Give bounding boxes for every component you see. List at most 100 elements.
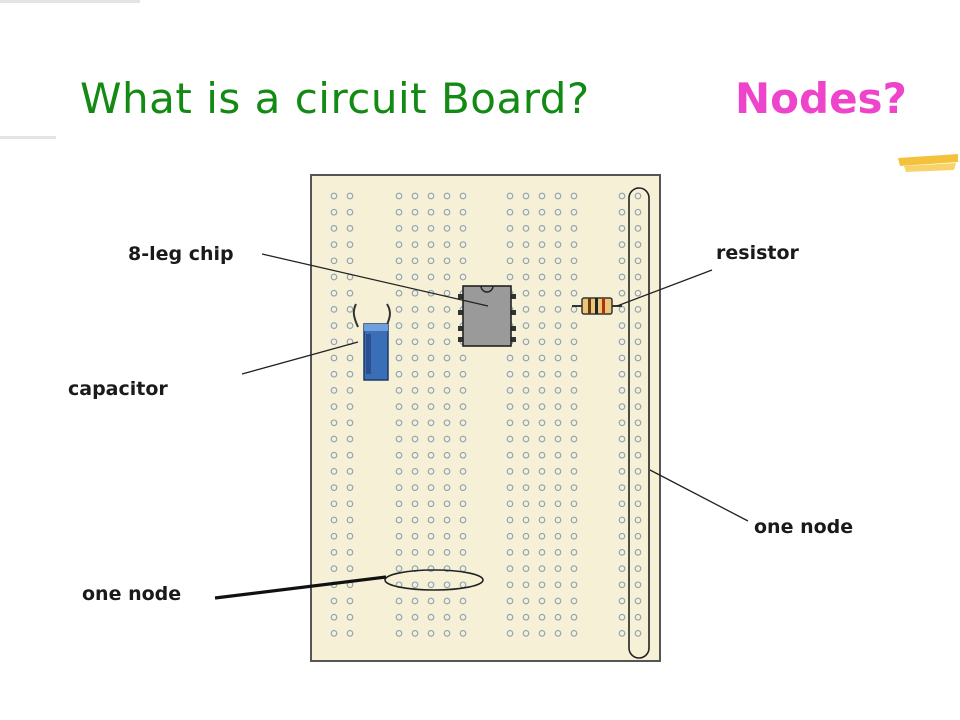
breadboard-hole [522,451,530,459]
breadboard-hole [459,257,467,265]
breadboard-hole [506,387,514,394]
breadboard-hole [538,484,546,491]
breadboard-hole [570,354,578,362]
breadboard-hole [554,516,562,524]
breadboard-hole [618,565,626,572]
breadboard-hole [427,532,435,540]
breadboard-hole [411,322,419,329]
breadboard-hole [634,451,642,459]
breadboard-hole [522,192,530,200]
breadboard-hole [634,241,642,248]
breadboard-hole [443,630,451,637]
breadboard-hole [570,435,578,443]
breadboard-hole [554,225,562,232]
breadboard-hole [443,516,451,524]
breadboard-hole [346,451,354,459]
leader-line-node-right [649,469,749,522]
breadboard-hole [522,435,530,443]
breadboard-hole [538,208,546,216]
breadboard-hole [634,532,642,540]
breadboard-hole [346,613,354,621]
breadboard-hole [618,241,626,248]
breadboard-hole [395,273,403,281]
breadboard-hole [443,306,451,313]
breadboard-hole [618,500,626,508]
breadboard-hole [346,192,354,200]
leader-line-node-left [214,575,387,600]
breadboard-hole [395,468,403,475]
breadboard-hole [506,565,514,572]
breadboard-hole [411,306,419,313]
breadboard-hole [459,225,467,232]
breadboard-hole [554,581,562,589]
breadboard-hole [330,549,338,556]
breadboard-hole [570,549,578,556]
breadboard-hole [459,241,467,248]
breadboard-hole [538,500,546,508]
breadboard-hole [554,192,562,200]
breadboard-hole [427,225,435,232]
breadboard-hole [443,565,451,572]
slide-title: What is a circuit Board? [80,74,590,123]
breadboard-hole [634,565,642,572]
breadboard-hole [570,500,578,508]
breadboard-hole [411,257,419,265]
breadboard-hole [346,484,354,491]
breadboard-hole [411,532,419,540]
breadboard-hole [570,630,578,637]
breadboard-hole [330,516,338,524]
breadboard-hole [346,387,354,394]
breadboard-hole [506,516,514,524]
breadboard-hole [443,257,451,265]
breadboard-hole [538,630,546,637]
breadboard-hole [395,435,403,443]
breadboard-hole [618,516,626,524]
breadboard-hole [395,354,403,362]
breadboard-hole [330,289,338,297]
breadboard-hole [330,630,338,637]
breadboard-hole [618,419,626,427]
breadboard-hole [459,549,467,556]
breadboard-hole [570,484,578,491]
breadboard-hole [570,468,578,475]
breadboard-hole [634,208,642,216]
breadboard-hole [395,387,403,394]
breadboard-hole [522,549,530,556]
capacitor-icon [352,303,391,381]
breadboard-hole [395,208,403,216]
breadboard-hole [330,387,338,394]
breadboard-hole [395,565,403,572]
breadboard-hole [522,370,530,378]
breadboard-hole [570,273,578,281]
breadboard-hole [427,451,435,459]
breadboard-hole [554,257,562,265]
breadboard-hole [506,468,514,475]
breadboard-hole [570,192,578,200]
breadboard-hole [570,225,578,232]
breadboard-hole [395,289,403,297]
breadboard-hole [330,403,338,410]
breadboard-hole [411,549,419,556]
breadboard-hole [411,241,419,248]
breadboard-hole [570,581,578,589]
breadboard-hole [459,354,467,362]
breadboard-hole [522,208,530,216]
breadboard-hole [634,370,642,378]
breadboard-hole [506,192,514,200]
breadboard-hole [554,532,562,540]
breadboard-hole [554,322,562,329]
breadboard-hole [427,338,435,346]
breadboard-hole [634,468,642,475]
breadboard-hole [570,289,578,297]
breadboard-hole [538,403,546,410]
breadboard-hole [427,241,435,248]
breadboard-hole [634,516,642,524]
breadboard-hole [570,387,578,394]
breadboard-hole [411,338,419,346]
breadboard-hole [443,500,451,508]
breadboard-hole [395,257,403,265]
breadboard-hole [506,273,514,281]
label-chip: 8-leg chip [128,243,234,265]
breadboard-hole [506,403,514,410]
breadboard-hole [411,581,419,589]
